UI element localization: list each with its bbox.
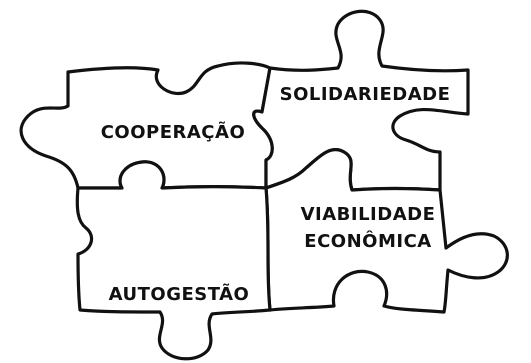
puzzle-piece-autogestao <box>75 160 272 361</box>
label-autogestao: AUTOGESTÃO <box>109 282 250 305</box>
label-cooperacao: COOPERAÇÃO <box>101 120 246 143</box>
label-viabilidade-line1: VIABILIDADE <box>301 204 436 225</box>
puzzle-piece-viabilidade <box>264 148 509 314</box>
label-viabilidade-line2: ECONÔMICA <box>304 230 431 252</box>
label-solidariedade: SOLIDARIEDADE <box>280 84 451 105</box>
